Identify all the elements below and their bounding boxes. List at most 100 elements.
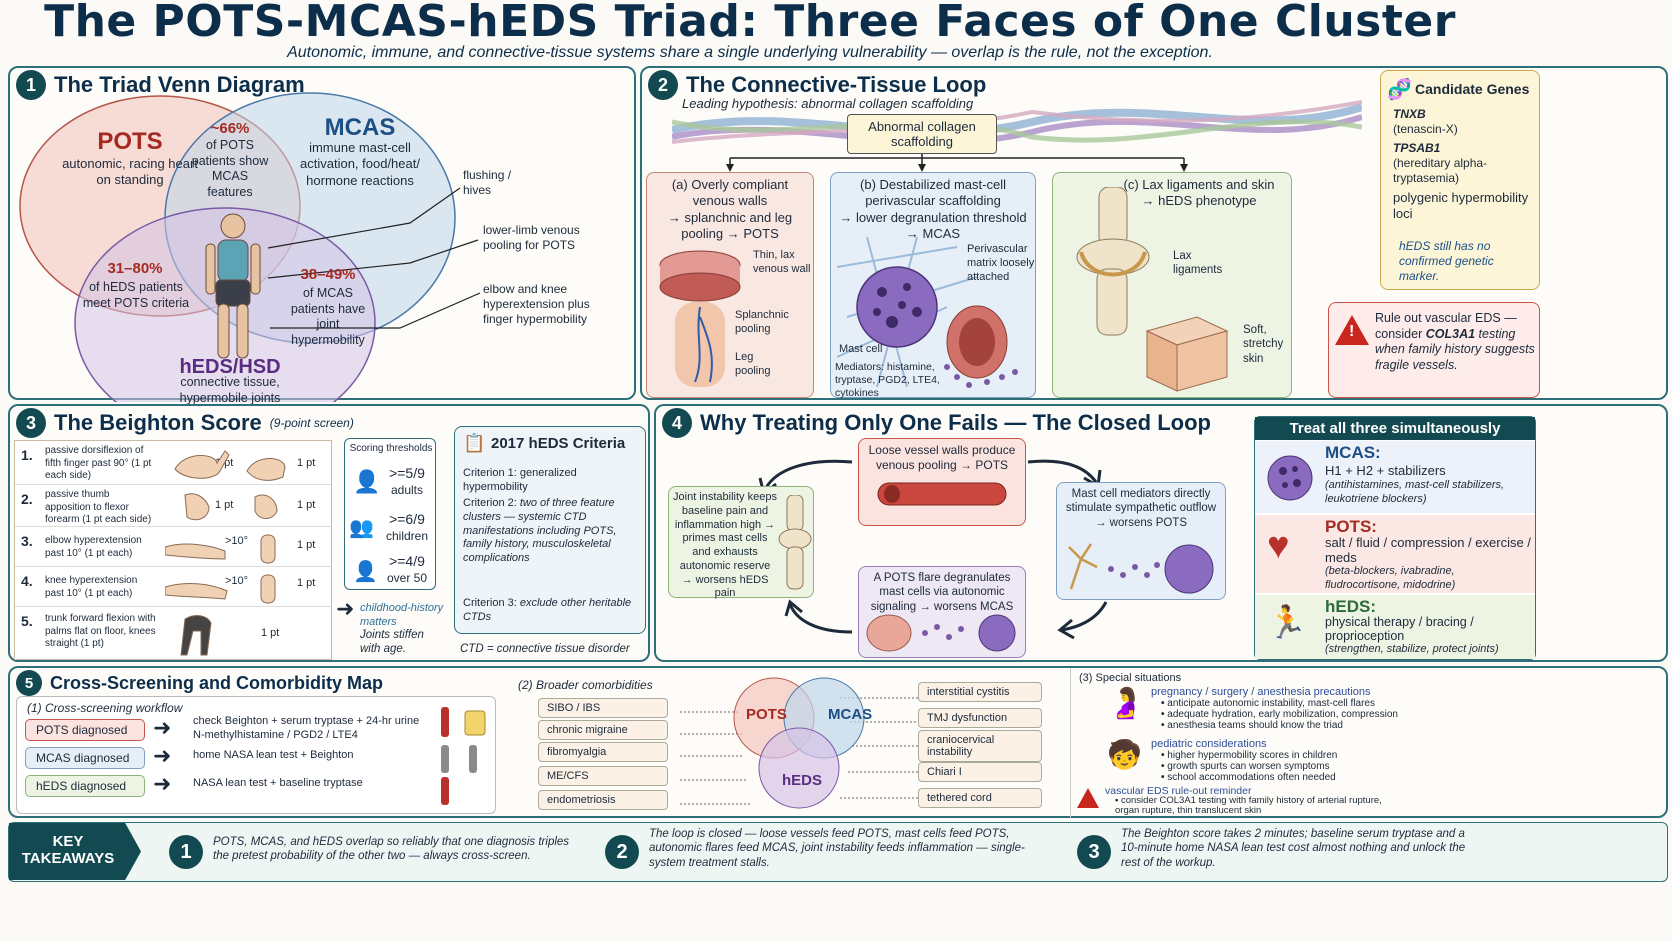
venn-heds-name: hEDS/HSD — [179, 356, 281, 378]
comorbid-right-3: Chiari I — [918, 762, 1042, 782]
takeaways-bar: KEY TAKEAWAYS 1 POTS, MCAS, and hEDS ove… — [8, 822, 1668, 882]
thresholds-box: Scoring thresholds 👤 >=5/9 adults 👥 >=6/… — [344, 438, 436, 590]
preg-list: anticipate autonomic instability, mast-c… — [1161, 698, 1501, 731]
warn-gene: COL3A1 — [1425, 326, 1476, 341]
beighton-n-3: 3. — [21, 533, 33, 549]
node-left: Joint instability keeps baseline pain an… — [668, 486, 814, 599]
threshold-0-who: adults — [390, 483, 424, 497]
loop-c-title: (c) Lax ligaments and skin — [1123, 177, 1275, 192]
threshold-elder-icon: 👤 — [353, 561, 378, 583]
closed-number: 4 — [662, 408, 692, 438]
brain-mast-image — [866, 614, 1016, 652]
closed-title: Why Treating Only One Fails — The Closed… — [700, 410, 1211, 435]
takeaways-label: KEY TAKEAWAYS — [9, 823, 141, 880]
loop-a-label-0: Thin, lax venous wall — [753, 249, 811, 275]
venn-mcas-desc: immune mast-cell activation, food/heat/ … — [300, 140, 420, 188]
threshold-2-value: >=4/9 — [389, 553, 425, 569]
preg-item: anesthesia teams should know the triad — [1161, 720, 1501, 731]
venn-mh-desc: of MCAS patients have joint hypermobilit… — [290, 286, 366, 347]
beighton-t-2: passive thumb apposition to flexor forea… — [45, 489, 152, 525]
cross-number: 5 — [16, 670, 42, 696]
comorbid-left-1: chronic migraine — [538, 720, 668, 740]
gene-0-note: (tenascin-X) — [1393, 122, 1458, 136]
vein-image — [659, 250, 741, 387]
criteria-3: Criterion 3: exclude other heritable CTD… — [463, 597, 643, 625]
ped-item: school accommodations often needed — [1161, 772, 1501, 783]
beighton-heading: 3 The Beighton Score (9-point screen) — [16, 408, 354, 438]
test-tube-icons — [441, 707, 486, 805]
wf-arrow-2: ➜ — [153, 771, 172, 796]
loop-a-label-2: Leg pooling — [735, 351, 771, 377]
ctd-footnote: CTD = connective tissue disorder — [460, 643, 630, 655]
criteria-2-text: two of three feature clusters — systemic… — [463, 497, 617, 564]
venn-number: 1 — [16, 70, 46, 100]
comorbid-left-0: SIBO / IBS — [538, 698, 668, 718]
criteria-3-label: Criterion 3: — [463, 597, 517, 609]
nerve-mast-image — [1068, 543, 1214, 594]
special-title: (3) Special situations — [1079, 672, 1182, 684]
venn-heds-desc: connective tissue, hypermobile joints — [179, 375, 281, 405]
warning-icon — [1335, 315, 1369, 345]
root-node: Abnormal collagen scaffolding — [847, 114, 997, 154]
threshold-adult-icon: 👤 — [353, 469, 381, 494]
genes-title: Candidate Genes — [1415, 81, 1530, 97]
loop-b-label-1: Mast cell — [839, 343, 883, 355]
comorbid-left-4: endometriosis — [538, 790, 668, 810]
loop-number: 2 — [648, 70, 678, 100]
gene-0: TNXB — [1393, 107, 1426, 121]
takeaway-1: The loop is closed — loose vessels feed … — [649, 828, 1025, 869]
veds-warning-text: Rule out vascular EDS — consider COL3A1 … — [1375, 311, 1535, 374]
comorbid-left-2: fibromyalgia — [538, 742, 668, 762]
callout-flushing: flushing / hives — [463, 168, 512, 197]
gene-1: TPSAB1 — [1393, 141, 1441, 155]
threshold-2-who: over 50 — [386, 571, 428, 585]
beighton-title: The Beighton Score — [54, 410, 262, 435]
loop-b-label-2: Mediators: histamine, tryptase, PGD2, LT… — [835, 361, 940, 400]
node-top: Loose vessel walls produce venous poolin… — [858, 438, 1026, 526]
ped-list: higher hypermobility scores in children … — [1161, 750, 1501, 783]
page-subtitle: Autonomic, immune, and connective-tissue… — [287, 44, 1213, 61]
threshold-1-who: children — [385, 529, 429, 543]
beighton-row-2: 2. passive thumb apposition to flexor fo… — [15, 485, 331, 527]
beighton-t-4: knee hyperextension past 10° (1 pt each) — [45, 575, 138, 599]
criteria-2-label: Criterion 2: — [463, 497, 517, 509]
beighton-n-4: 4. — [21, 573, 33, 589]
ped-title: pediatric considerations — [1151, 738, 1267, 750]
loop-title: The Connective-Tissue Loop — [686, 72, 987, 97]
loop-panel: 2 The Connective-Tissue Loop Leading hyp… — [640, 66, 1668, 400]
criteria-3-text: exclude other heritable CTDs — [463, 597, 632, 623]
treat-pots-main: salt / fluid / compression / exercise / … — [1325, 535, 1531, 565]
treat-pots-name: POTS: — [1325, 517, 1377, 536]
treat-mcas-detail: (antihistamines, mast-cell stabilizers, … — [1325, 479, 1505, 505]
genes-box: 🧬 Candidate Genes TNXB(tenascin-X) TPSAB… — [1380, 70, 1540, 290]
veds-warning-box: ! Rule out vascular EDS — consider COL3A… — [1328, 302, 1540, 398]
wf-arrow-1: ➜ — [153, 743, 172, 768]
wf-arrow-0: ➜ — [153, 715, 172, 740]
node-bottom: A POTS flare degranulates mast cells via… — [858, 566, 1026, 658]
loop-b-line2: → lower degranulation threshold → MCAS — [839, 209, 1027, 241]
takeaway-2: The Beighton score takes 2 minutes; base… — [1121, 828, 1466, 869]
special-box: (3) Special situations 🤰 pregnancy / sur… — [1070, 668, 1666, 818]
venn-panel: 1 The Triad Venn Diagram POTS autonomic,… — [8, 66, 636, 405]
veds-item: consider COL3A1 testing with family hist… — [1115, 795, 1405, 817]
person-figure — [205, 213, 261, 359]
closed-loop-panel: 4 Why Treating Only One Fails — The Clos… — [654, 404, 1668, 662]
node-left-text: Joint instability keeps baseline pain an… — [673, 491, 777, 600]
comorbid-right-0: interstitial cystitis — [918, 682, 1042, 702]
beighton-n-2: 2. — [21, 491, 33, 507]
treat-title: Treat all three simultaneously — [1255, 417, 1535, 440]
beighton-row-3: 3. elbow hyperextension past 10° (1 pt e… — [15, 527, 331, 567]
exercise-icon: 🏃 — [1267, 604, 1307, 640]
node-right-text: Mast cell mediators directly stimulate s… — [1065, 488, 1217, 529]
criteria-1-text: generalized hypermobility — [463, 467, 577, 493]
mini-venn-pots: POTS — [746, 706, 787, 723]
page-title: The POTS-MCAS-hEDS Triad: Three Faces of… — [44, 0, 1456, 47]
preg-item: anticipate autonomic instability, mast-c… — [1161, 698, 1501, 709]
treat-heds-main: physical therapy / bracing / propriocept… — [1325, 615, 1474, 643]
loop-a-label-1: Splanchnic pooling — [735, 309, 789, 335]
beighton-row-5: 5. trunk forward flexion with palms flat… — [15, 607, 331, 659]
branch-arrows — [726, 154, 1188, 172]
treat-heds-row: 🏃 hEDS: physical therapy / bracing / pro… — [1255, 595, 1535, 659]
venn-pots-name: POTS — [97, 128, 163, 155]
workflow-title: (1) Cross-screening workflow — [27, 701, 183, 715]
